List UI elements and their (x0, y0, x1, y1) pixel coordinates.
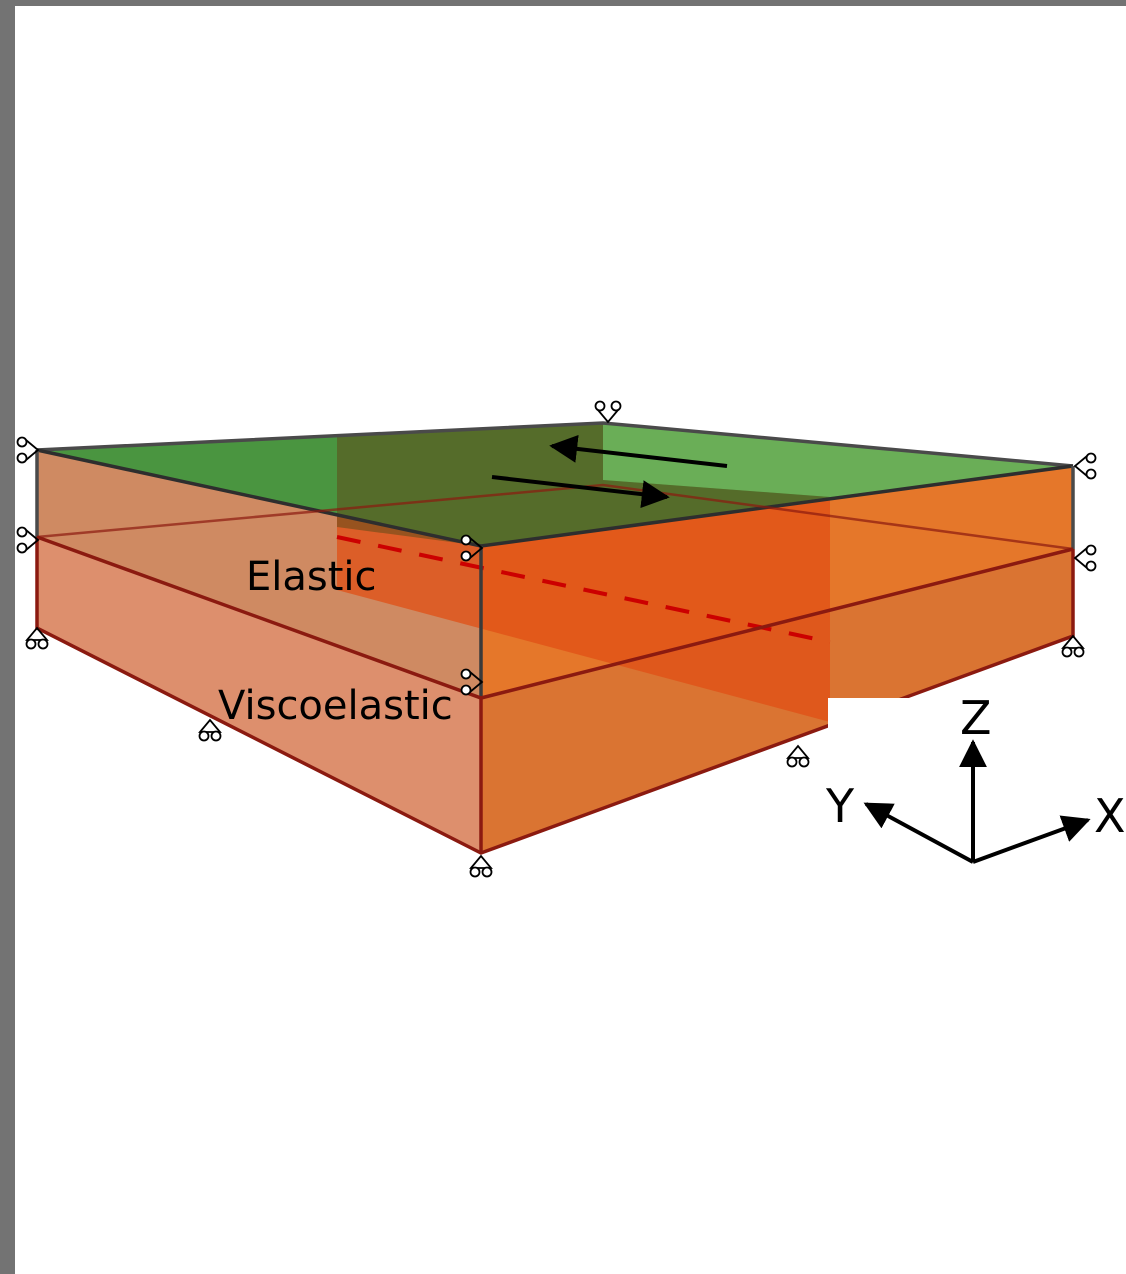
elastic-label: Elastic (246, 554, 377, 600)
fault-trace (336, 535, 831, 644)
axes-arrows (863, 739, 1091, 864)
top-surface-dark (337, 423, 830, 546)
x-axis-label: X (1094, 789, 1126, 843)
y-axis-label: Y (825, 779, 855, 833)
model-diagram: Elastic Viscoelastic Z Y X (16, 400, 1126, 878)
figure-canvas: Elastic Viscoelastic Z Y X (15, 6, 1126, 1274)
viscoelastic-label: Viscoelastic (218, 683, 453, 729)
top-surface-light (603, 423, 1073, 497)
z-axis-label: Z (960, 691, 992, 745)
slip-arrow-right (491, 475, 670, 509)
elastic-left-face (37, 450, 481, 698)
slip-arrow-left (549, 434, 728, 468)
viscoelastic-left-face (37, 537, 481, 853)
